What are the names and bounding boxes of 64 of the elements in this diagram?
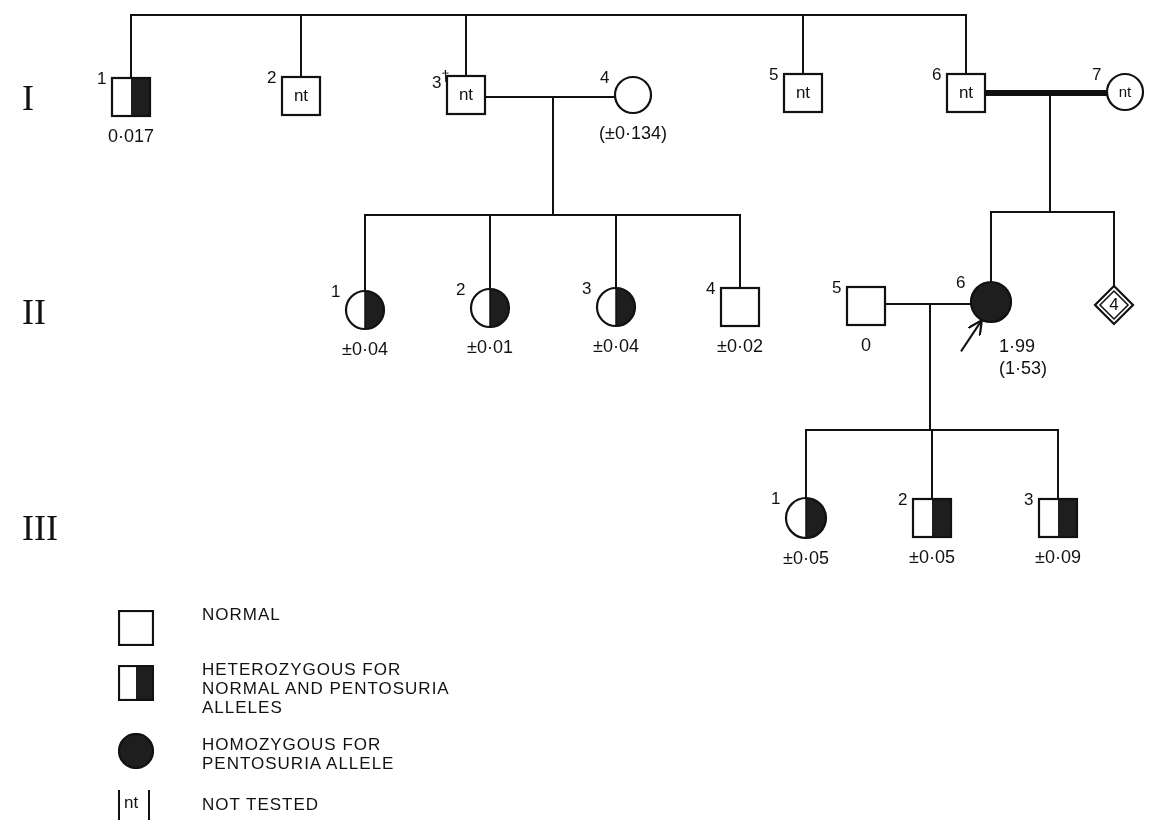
female-symbol bbox=[1092, 66, 1143, 110]
legend-text: NORMAL bbox=[202, 605, 282, 624]
generation-numeral: I bbox=[22, 78, 34, 118]
female-symbol bbox=[331, 283, 384, 329]
male-symbol bbox=[832, 279, 885, 325]
male-symbol bbox=[932, 66, 985, 112]
status-label: nt bbox=[124, 794, 139, 812]
male-symbol bbox=[1024, 491, 1077, 537]
male-symbol bbox=[432, 68, 485, 114]
individual-number: 1 bbox=[331, 283, 341, 300]
test-value: ±0·04 bbox=[593, 336, 639, 357]
test-value: ±0·05 bbox=[783, 548, 829, 569]
legend-text: HETEROZYGOUS FOR NORMAL AND PENTOSURIA ALLELES bbox=[202, 660, 450, 717]
test-value: ±0·09 bbox=[1035, 547, 1081, 568]
female-symbol bbox=[771, 490, 826, 538]
status-label: nt bbox=[458, 86, 474, 104]
individual-number: 5 bbox=[769, 66, 779, 83]
individual-number: 4 bbox=[706, 280, 716, 297]
male-symbol bbox=[898, 491, 951, 537]
test-value: ±0·01 bbox=[467, 337, 513, 358]
individual-number: 7 bbox=[1092, 66, 1102, 83]
legend-text: HOMOZYGOUS FOR PENTOSURIA ALLELE bbox=[202, 735, 396, 773]
male-symbol bbox=[769, 66, 822, 112]
status-label: nt bbox=[958, 84, 974, 102]
female-symbol bbox=[600, 69, 651, 113]
individual-number: 1 bbox=[97, 70, 107, 87]
individual-number: 2 bbox=[267, 69, 277, 86]
individual-number: 3 bbox=[1024, 491, 1034, 508]
test-value: (1·53) bbox=[999, 358, 1047, 379]
female-symbol bbox=[582, 280, 635, 326]
status-label: nt bbox=[795, 84, 811, 102]
generation-numeral: II bbox=[22, 292, 46, 332]
test-value: ±0·04 bbox=[342, 339, 388, 360]
pedigree-line bbox=[300, 14, 467, 78]
individual-number: 1 bbox=[771, 490, 781, 507]
sex-unknown-symbol bbox=[1095, 286, 1133, 324]
individual-number: 5 bbox=[832, 279, 842, 296]
individual-number: 3 bbox=[582, 280, 592, 297]
female-symbol bbox=[956, 274, 1011, 322]
status-label: nt bbox=[1118, 83, 1132, 101]
status-label: nt bbox=[293, 87, 309, 105]
proband-arrow bbox=[960, 319, 983, 353]
test-value: ±0·02 bbox=[717, 336, 763, 357]
individual-number: 3$^{†}$ bbox=[432, 68, 450, 91]
pedigree-line bbox=[130, 14, 302, 79]
pedigree-line bbox=[802, 14, 967, 75]
test-value: 0·017 bbox=[108, 126, 154, 147]
legend-text: NOT TESTED bbox=[202, 795, 321, 814]
test-value: 1·99 bbox=[999, 336, 1036, 357]
male-symbol bbox=[267, 69, 320, 115]
male-symbol bbox=[97, 70, 150, 116]
test-value: (±0·134) bbox=[599, 123, 667, 144]
test-value: ±0·05 bbox=[909, 547, 955, 568]
individual-number: 6 bbox=[932, 66, 942, 83]
individual-number: 6 bbox=[956, 274, 966, 291]
generation-numeral: III bbox=[22, 508, 58, 548]
individual-number: 4 bbox=[600, 69, 610, 86]
male-symbol bbox=[706, 280, 759, 326]
individual-number: 2 bbox=[456, 281, 466, 298]
count-label: 4 bbox=[1109, 296, 1119, 314]
female-symbol bbox=[456, 281, 509, 327]
pedigree-line bbox=[985, 90, 1107, 96]
test-value: 0 bbox=[861, 335, 871, 356]
individual-number: 2 bbox=[898, 491, 908, 508]
